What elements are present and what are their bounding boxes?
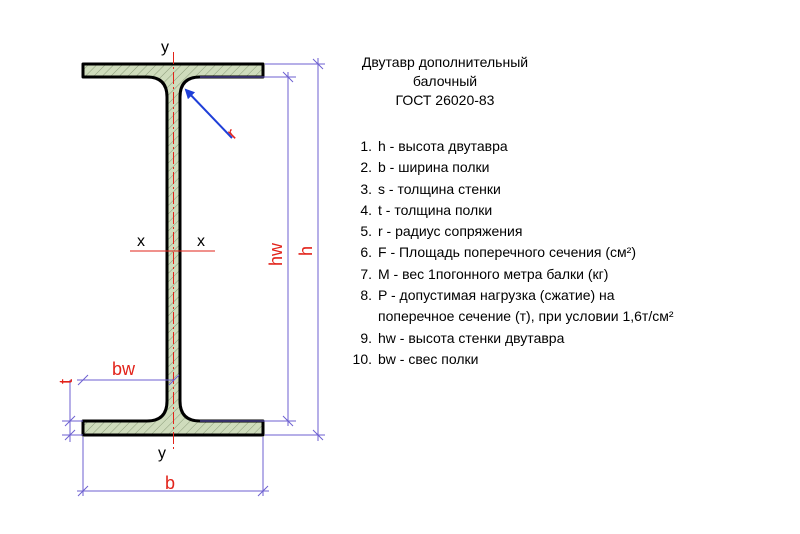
legend-item: 10.bw - свес полки [352,350,479,367]
y-axis-label-bottom: y [158,445,166,462]
legend-list: 1.h - высота двутавра 2.b - ширина полки… [340,136,674,370]
title-line-2: балочный [412,73,478,89]
b-label: b [165,473,175,493]
radius-arrow [184,88,233,139]
legend-item: 4.t - толщина полки [360,201,493,218]
title-line-1: Двутавр дополнительный [361,54,529,70]
hw-label: hw [266,242,286,266]
y-axis-label-top: y [161,39,169,56]
diagram-title: Двутавр дополнительный балочный ГОСТ 260… [330,53,560,110]
legend-item: 6. F - Площадь поперечного сечения (см²) [360,244,636,261]
i-beam-section [81,62,265,437]
t-label: t [56,379,76,384]
legend-item: 5.r - радиус сопряжения [360,223,523,240]
title-line-3: ГОСТ 26020-83 [395,92,495,108]
legend-item: 7.M - вес 1погонного метра балки (кг) [360,265,609,282]
x-axis-label-left: x [137,233,145,250]
legend-item: 9.hw - высота стенки двутавра [360,329,565,346]
radius-label: r [222,124,240,142]
legend-item: 1.h - высота двутавра [360,138,508,154]
bw-label: bw [112,359,136,379]
legend-item: 2.b - ширина полки [360,159,490,176]
dimension-lines [62,58,325,497]
x-axis-label-right: x [197,233,205,250]
h-label: h [296,246,316,256]
legend-item: 3.s - толщина стенки [360,180,501,197]
